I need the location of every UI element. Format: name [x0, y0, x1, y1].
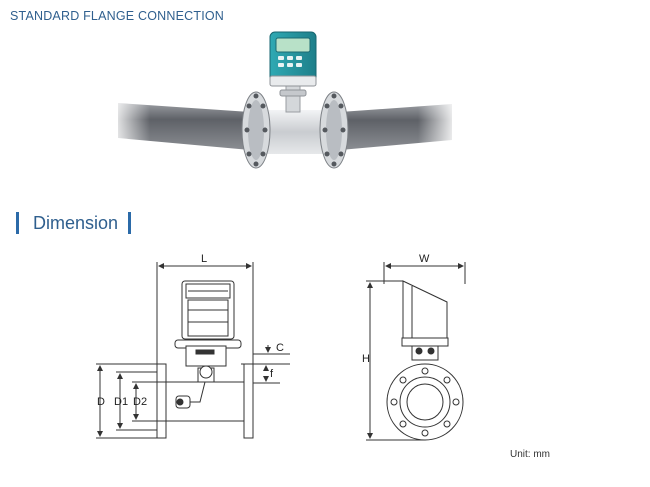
side-view-drawing [96, 262, 290, 439]
heading-bar-left [16, 212, 19, 234]
dim-label-D1: D1 [114, 396, 128, 408]
dimension-drawing: L C f D D1 D2 W H [96, 253, 466, 441]
page-title: STANDARD FLANGE CONNECTION [10, 9, 225, 23]
dim-label-L: L [201, 253, 207, 265]
dim-label-D2: D2 [133, 396, 147, 408]
dim-label-C: C [276, 342, 284, 354]
front-view-drawing [366, 262, 466, 441]
section-heading: Dimension [16, 208, 132, 238]
heading-bar-right [128, 212, 132, 234]
dim-label-W: W [419, 253, 430, 265]
flowmeter-product-image [110, 31, 458, 169]
dim-label-H: H [362, 353, 370, 365]
unit-note: Unit: mm [510, 449, 550, 460]
section-title: Dimension [33, 212, 119, 233]
dim-label-D: D [97, 396, 105, 408]
dim-label-f: f [270, 368, 274, 380]
